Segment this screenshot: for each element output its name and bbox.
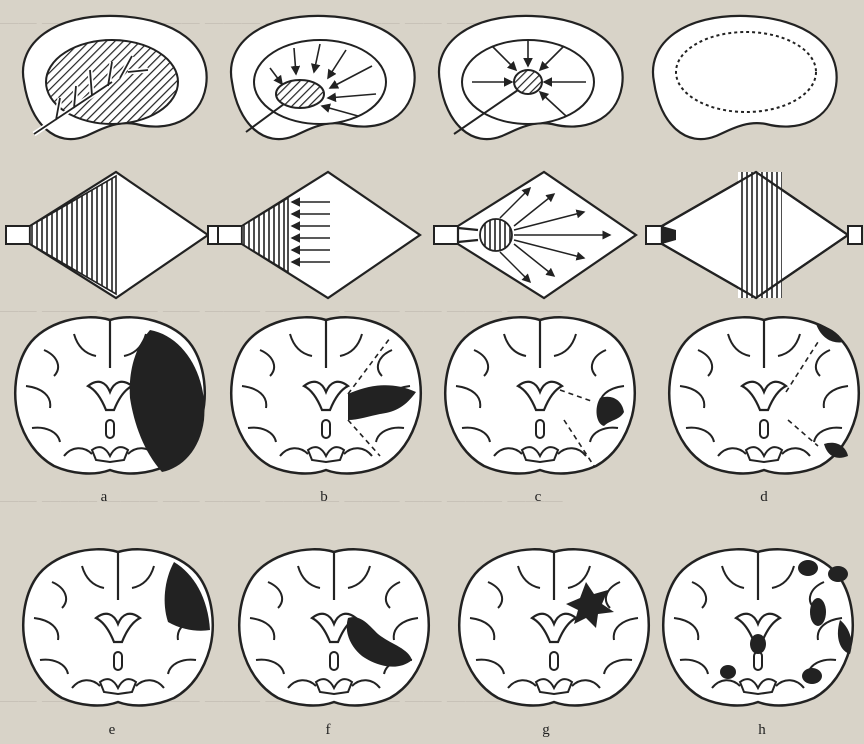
flow-diamond-1 (6, 172, 220, 298)
vascular-scheme-2 (231, 16, 415, 139)
brain-section-c (445, 317, 635, 473)
vascular-scheme-3 (439, 16, 623, 139)
flow-diamond-4 (646, 172, 862, 298)
flow-diamond-2 (218, 172, 420, 298)
brain-section-f (239, 549, 429, 705)
brain-section-d (669, 317, 859, 473)
brain-section-h (663, 549, 853, 705)
brain-section-e (23, 549, 213, 705)
panel-label-a: a (101, 489, 108, 505)
panel-label-h: h (758, 722, 766, 738)
panel-label-f: f (326, 722, 331, 738)
vascular-scheme-1 (23, 16, 207, 139)
panel-label-g: g (542, 722, 550, 738)
panel-label-e: e (109, 722, 116, 738)
flow-diamond-3 (434, 172, 636, 298)
panel-label-b: b (320, 489, 328, 505)
panel-label-d: d (760, 489, 768, 505)
brain-section-g (459, 549, 649, 705)
vascular-scheme-4 (653, 16, 837, 139)
panel-label-c: c (535, 489, 542, 505)
brain-section-b (231, 317, 421, 473)
brain-section-a (15, 317, 205, 473)
